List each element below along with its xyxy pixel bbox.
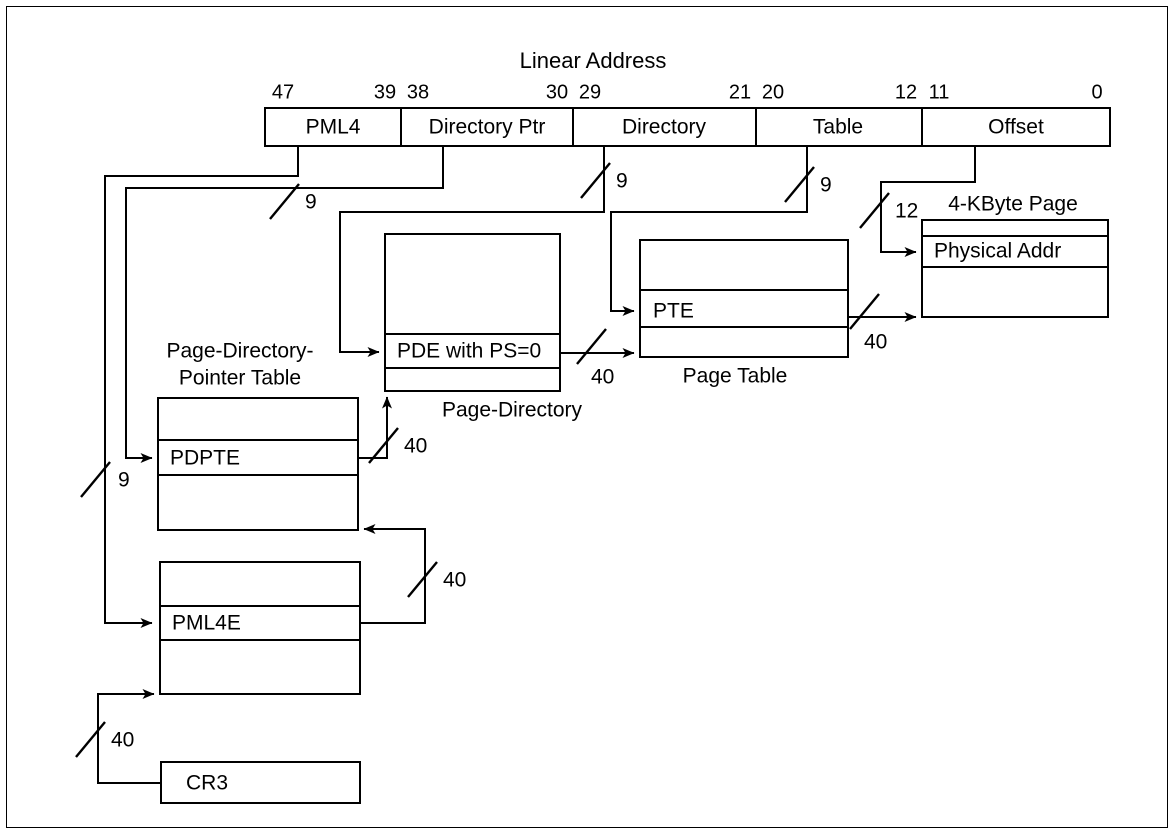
width-label-pml4e: 40 [443, 569, 466, 592]
pte-entry-label: PTE [653, 300, 694, 323]
slash-pml4-width [80, 461, 111, 498]
width-label-pte: 40 [864, 331, 887, 354]
field-label-directory: Directory [622, 116, 707, 139]
bit-marker-20: 20 [762, 81, 784, 103]
pdpt-caption-line1: Page-Directory- [166, 340, 313, 363]
page-directory-box: PDE with PS=0 Page-Directory [384, 233, 583, 422]
pml4-table-outline [159, 561, 361, 695]
diagram-title: Linear Address [520, 48, 667, 73]
slash-pte-width [849, 293, 880, 330]
width-label-offset: 12 [895, 200, 918, 223]
wire-cr3-to-pml4-table [97, 689, 161, 784]
physical-addr-entry-label: Physical Addr [934, 240, 1061, 263]
pml4e-entry-label: PML4E [172, 612, 241, 635]
slash-dirptr-width [269, 183, 300, 220]
slash-offset-width [859, 192, 890, 229]
width-label-directory: 9 [616, 170, 628, 193]
four-kbyte-page-caption: 4-KByte Page [948, 193, 1078, 216]
bit-marker-39: 39 [374, 81, 396, 103]
page-directory-outline [384, 233, 561, 392]
field-label-dirptr: Directory Ptr [429, 116, 546, 139]
bit-marker-12: 12 [895, 81, 917, 103]
slash-cr3-width [75, 721, 106, 758]
bit-width-annotations: 9 9 9 9 12 40 40 40 40 [75, 162, 918, 758]
wire-offset-to-physical-addr [880, 146, 976, 257]
four-kbyte-page-box: Physical Addr 4-KByte Page [921, 193, 1109, 318]
bit-marker-30: 30 [546, 81, 568, 103]
slash-pml4e-width [407, 561, 438, 598]
pdpt-caption-line2: Pointer Table [179, 367, 301, 390]
wire-pml4-to-pml4e [104, 146, 299, 628]
slash-pdpte-width [368, 427, 399, 464]
width-label-table: 9 [820, 174, 832, 197]
pdpte-entry-label: PDPTE [170, 447, 240, 470]
four-kbyte-page-outline [921, 219, 1109, 318]
pde-entry-label: PDE with PS=0 [397, 340, 541, 363]
field-label-offset: Offset [988, 116, 1044, 139]
linear-address-bar: PML4 Directory Ptr Directory Table Offse… [264, 81, 1111, 147]
field-label-pml4: PML4 [306, 116, 361, 139]
linear-address-outline [264, 107, 1111, 147]
width-label-cr3: 40 [111, 729, 134, 752]
wire-dirptr-to-pdpte [125, 146, 444, 463]
pdpt-outline [157, 397, 359, 531]
wire-pdpte-to-page-directory [358, 396, 392, 459]
cr3-entry-label: CR3 [186, 772, 228, 795]
width-label-pde: 40 [591, 366, 614, 389]
pml4-table-box: PML4E [159, 561, 361, 695]
wire-table-to-pte [610, 146, 808, 316]
slash-pde-width [576, 328, 607, 365]
bit-marker-0: 0 [1091, 81, 1102, 103]
wire-directory-to-pde [339, 146, 605, 357]
width-label-dirptr: 9 [305, 191, 317, 214]
cr3-outline [160, 761, 361, 804]
bit-marker-21: 21 [729, 81, 751, 103]
cr3-register-box: CR3 [160, 761, 361, 804]
slash-directory-width [580, 162, 611, 199]
slash-table-width [784, 166, 815, 203]
bit-marker-47: 47 [272, 81, 294, 103]
bit-marker-38: 38 [407, 81, 429, 103]
bit-marker-11: 11 [929, 81, 950, 103]
page-table-outline [639, 239, 849, 358]
bit-marker-29: 29 [579, 81, 601, 103]
page-table-box: PTE Page Table [639, 239, 849, 388]
field-label-table: Table [813, 116, 863, 139]
page-directory-pointer-table-box: PDPTE Page-Directory- Pointer Table [157, 340, 359, 531]
width-label-pml4: 9 [118, 469, 130, 492]
width-label-pdpte: 40 [404, 435, 427, 458]
wire-pml4e-to-pdpt [360, 524, 426, 624]
page-table-caption: Page Table [683, 365, 788, 388]
page-directory-caption: Page-Directory [442, 399, 583, 422]
